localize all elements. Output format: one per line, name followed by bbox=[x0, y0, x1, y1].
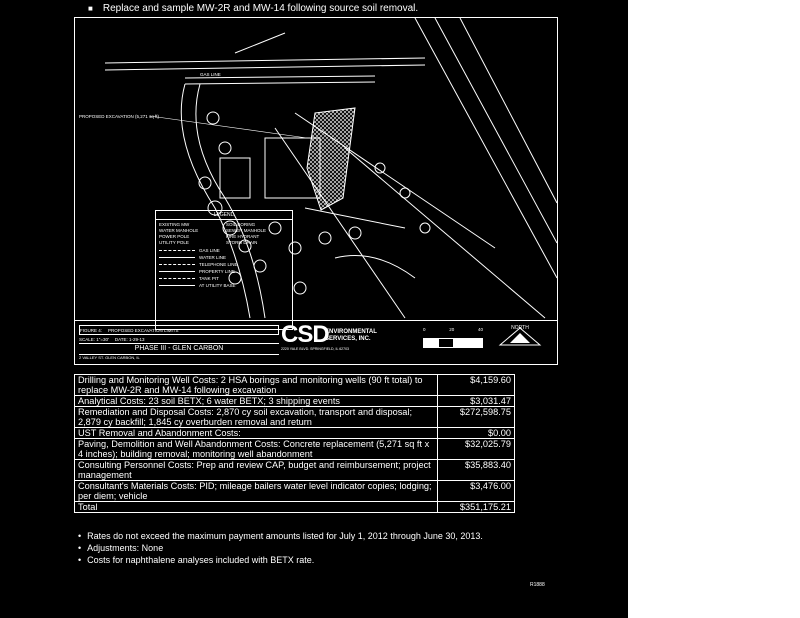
title-block-info: FIGURE 4: PROPOSED EXCAVATION LIMITS SCA… bbox=[79, 325, 279, 361]
cost-amount: $4,159.60 bbox=[437, 374, 515, 396]
legend-item: POWER POLE bbox=[159, 234, 190, 239]
legend-line: GAS LINE bbox=[199, 248, 220, 253]
company-logo: CSD ENVIRONMENTAL SERVICES, INC. 2220 YA… bbox=[281, 321, 377, 361]
top-bullet: ■ Replace and sample MW-2R and MW-14 fol… bbox=[88, 3, 418, 15]
cost-amount: $3,476.00 bbox=[437, 480, 515, 502]
scale-text: SCALE: 1"=30' bbox=[79, 336, 109, 342]
note-text: Rates do not exceed the maximum payment … bbox=[87, 531, 483, 541]
legend-item: SOIL BORING bbox=[226, 222, 256, 227]
table-row: Consultant's Materials Costs: PID; milea… bbox=[74, 480, 515, 502]
cost-table: Drilling and Monitoring Well Costs: 2 HS… bbox=[74, 374, 515, 513]
legend-line: PROPERTY LINE bbox=[199, 269, 235, 274]
figure-title: PROPOSED EXCAVATION LIMITS bbox=[108, 327, 179, 333]
map-legend: LEGEND EXISTING MW SOIL BORING WATER MAN… bbox=[155, 210, 293, 330]
project-name: PHASE III - GLEN CARBON bbox=[79, 344, 279, 355]
legend-item: WATER MANHOLE bbox=[159, 228, 199, 233]
notes-list: • Rates do not exceed the maximum payment… bbox=[78, 530, 483, 566]
note-text: Adjustments: None bbox=[87, 543, 164, 553]
cost-description: Analytical Costs: 23 soil BETX; 6 water … bbox=[74, 395, 438, 407]
legend-item: EXISTING MW bbox=[159, 222, 190, 227]
company-address: 2220 YALE BLVD. SPRINGFIELD, IL 62703 bbox=[281, 347, 349, 351]
site-map-figure: PROPOSED EXCAVATION (5,271 sq ft) GAS LI… bbox=[74, 17, 558, 365]
table-row: UST Removal and Abandonment Costs: $0.00 bbox=[74, 427, 515, 439]
date-text: DATE: 1-29-13 bbox=[114, 336, 145, 342]
north-arrow-icon bbox=[498, 327, 542, 346]
legend-item: FIRE HYDRANT bbox=[226, 234, 260, 239]
figure-number: FIGURE 4: bbox=[80, 327, 103, 333]
list-item: • Adjustments: None bbox=[78, 542, 483, 554]
cost-amount: $272,598.75 bbox=[437, 406, 515, 428]
legend-symbols: EXISTING MW SOIL BORING WATER MANHOLE SE… bbox=[156, 220, 292, 247]
bullet-icon: • bbox=[78, 555, 82, 565]
total-row: Total $351,175.21 bbox=[74, 501, 515, 513]
cost-description: Drilling and Monitoring Well Costs: 2 HS… bbox=[74, 374, 438, 396]
site-map-drawing: PROPOSED EXCAVATION (5,271 sq ft) GAS LI… bbox=[79, 18, 557, 319]
excavation-area bbox=[306, 107, 356, 211]
project-address: 2 VALLEY ST. GLEN CARBON, IL bbox=[79, 355, 140, 360]
cost-amount: $3,031.47 bbox=[437, 395, 515, 407]
scale-40: 40 bbox=[477, 327, 483, 332]
cost-amount: $0.00 bbox=[437, 427, 515, 439]
table-row: Drilling and Monitoring Well Costs: 2 HS… bbox=[74, 374, 515, 396]
scale-20: 20 bbox=[449, 327, 455, 332]
table-row: Paving, Demolition and Well Abandonment … bbox=[74, 438, 515, 460]
cost-description: Paving, Demolition and Well Abandonment … bbox=[74, 438, 438, 460]
graphic-scale: 0 20 40 bbox=[423, 327, 483, 348]
legend-line-types: GAS LINE WATER LINE TELEPHONE LINE PROPE… bbox=[156, 247, 292, 289]
bullet-icon: • bbox=[78, 531, 82, 541]
company-abbr: CSD bbox=[281, 321, 330, 348]
scale-0: 0 bbox=[423, 327, 426, 332]
legend-line: TANK PIT bbox=[199, 276, 219, 281]
legend-line: AT UTILITY BASE bbox=[199, 283, 236, 288]
legend-line: TELEPHONE LINE bbox=[199, 262, 238, 267]
legend-item: UTILITY POLE bbox=[159, 240, 189, 245]
page-number: R1888 bbox=[530, 582, 545, 588]
north-arrow: NORTH bbox=[495, 325, 545, 359]
cost-description: Consulting Personnel Costs: Prep and rev… bbox=[74, 459, 438, 481]
company-name-line1: ENVIRONMENTAL bbox=[325, 329, 377, 335]
total-amount: $351,175.21 bbox=[437, 501, 515, 513]
list-item: • Rates do not exceed the maximum payment… bbox=[78, 530, 483, 542]
bullet-dot: ■ bbox=[88, 4, 93, 13]
figure-title-block: FIGURE 4: PROPOSED EXCAVATION LIMITS SCA… bbox=[75, 320, 557, 365]
table-row: Remediation and Disposal Costs: 2,870 cy… bbox=[74, 406, 515, 428]
cost-description: Remediation and Disposal Costs: 2,870 cy… bbox=[74, 406, 438, 428]
legend-item: STORM DRAIN bbox=[226, 240, 258, 245]
legend-title: LEGEND bbox=[156, 211, 292, 220]
document-page: ■ Replace and sample MW-2R and MW-14 fol… bbox=[0, 0, 628, 618]
cost-description: UST Removal and Abandonment Costs: bbox=[74, 427, 438, 439]
cost-description: Consultant's Materials Costs: PID; milea… bbox=[74, 480, 438, 502]
cost-amount: $35,883.40 bbox=[437, 459, 515, 481]
table-row: Analytical Costs: 23 soil BETX; 6 water … bbox=[74, 395, 515, 407]
bullet-icon: • bbox=[78, 543, 82, 553]
note-text: Costs for naphthalene analyses included … bbox=[87, 555, 315, 565]
top-bullet-text: Replace and sample MW-2R and MW-14 follo… bbox=[102, 3, 419, 14]
company-name-line2: SERVICES, INC. bbox=[325, 336, 371, 342]
legend-line: WATER LINE bbox=[199, 255, 227, 260]
gas-line-label: GAS LINE bbox=[200, 72, 221, 77]
legend-item: SEWER MANHOLE bbox=[226, 228, 267, 233]
excavation-label: PROPOSED EXCAVATION (5,271 sq ft) bbox=[79, 114, 160, 119]
total-label: Total bbox=[74, 501, 438, 513]
cost-amount: $32,025.79 bbox=[437, 438, 515, 460]
table-row: Consulting Personnel Costs: Prep and rev… bbox=[74, 459, 515, 481]
list-item: • Costs for naphthalene analyses included… bbox=[78, 554, 483, 566]
